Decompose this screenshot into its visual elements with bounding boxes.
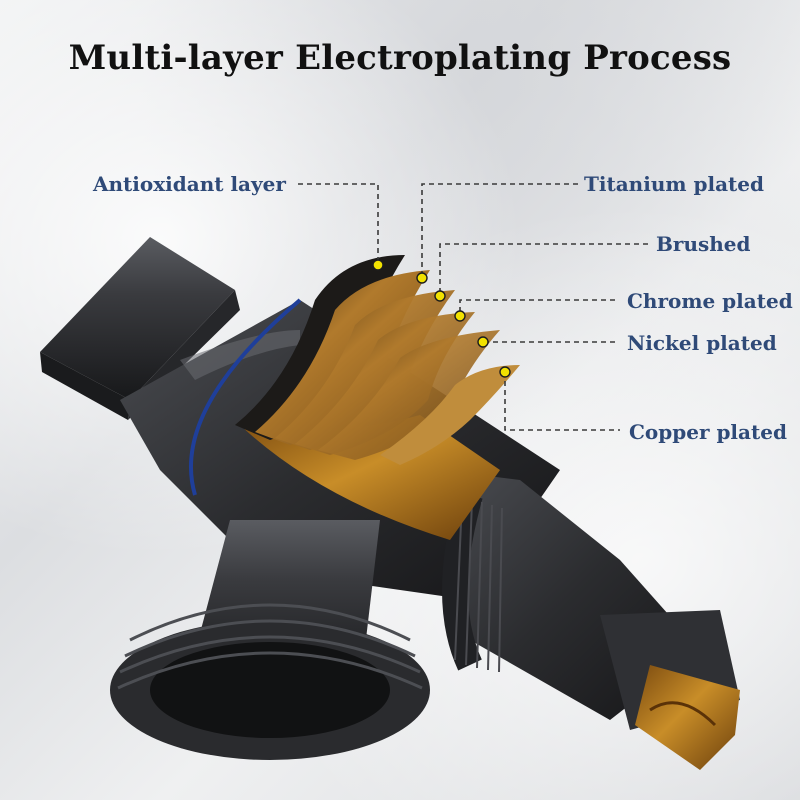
label-chrome-plated: Chrome plated xyxy=(627,289,793,313)
leader-titanium xyxy=(421,183,578,275)
blue-ring xyxy=(189,298,302,496)
threaded-inlet xyxy=(110,520,430,760)
leader-copper xyxy=(504,372,620,431)
layer-nickel xyxy=(318,330,500,460)
page-title: Multi-layer Electroplating Process xyxy=(68,38,732,78)
leader-lines xyxy=(298,183,648,431)
marker-brushed xyxy=(434,290,446,302)
plating-layers xyxy=(235,255,520,465)
leader-antioxidant xyxy=(298,183,379,262)
marker-titanium xyxy=(416,272,428,284)
brass-cartridge xyxy=(635,665,740,770)
leader-chrome xyxy=(459,299,615,315)
marker-antioxidant xyxy=(372,259,384,271)
label-brushed: Brushed xyxy=(656,232,751,256)
marker-chrome xyxy=(454,310,466,322)
label-titanium-plated: Titanium plated xyxy=(584,172,764,196)
marker-copper xyxy=(499,366,511,378)
label-antioxidant-layer: Antioxidant layer xyxy=(93,172,286,196)
layer-markers xyxy=(372,259,511,378)
label-nickel-plated: Nickel plated xyxy=(627,331,777,355)
layer-copper xyxy=(380,365,520,465)
label-copper-plated: Copper plated xyxy=(629,420,787,444)
marker-nickel xyxy=(477,336,489,348)
leader-brushed xyxy=(439,243,648,295)
valve-outlet xyxy=(440,470,740,770)
